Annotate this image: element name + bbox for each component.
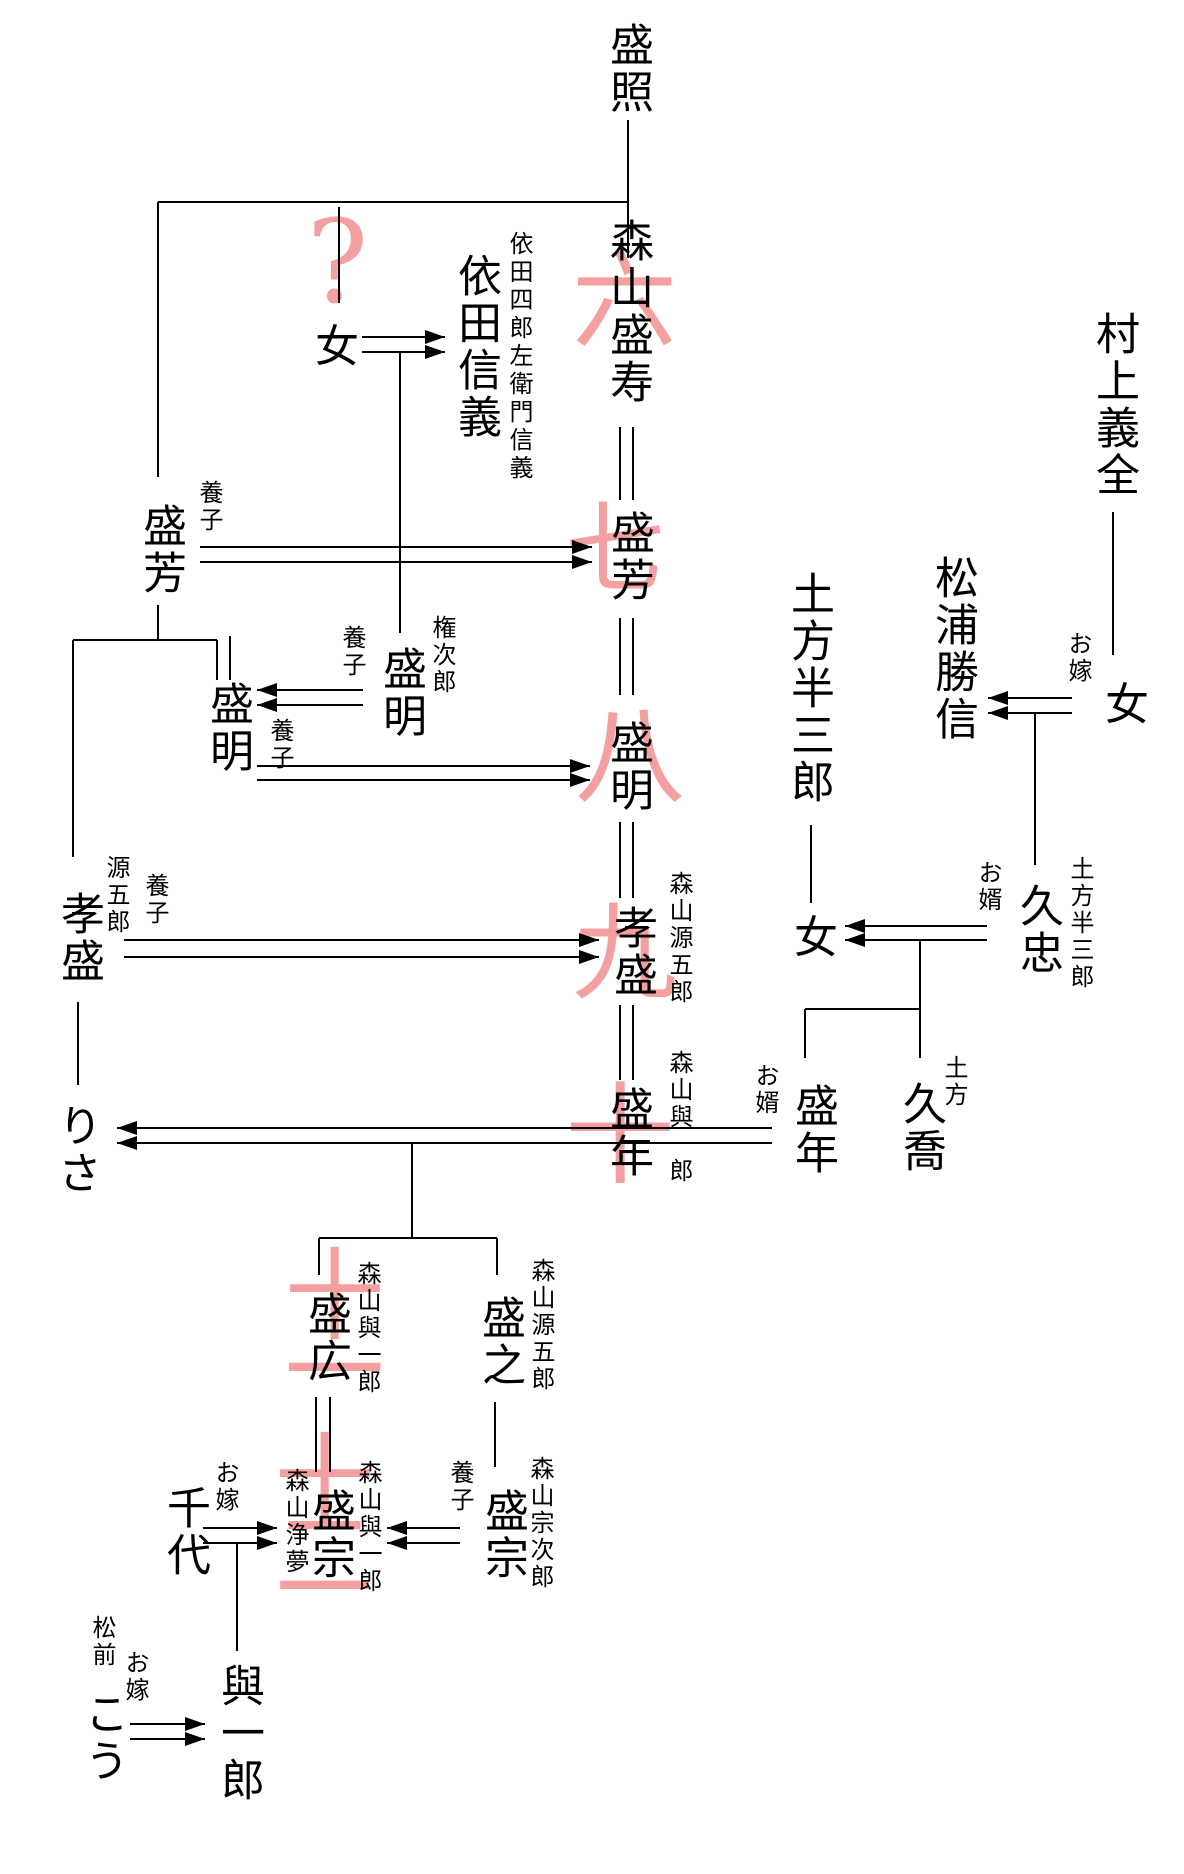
name-hijikata-daughter: 女 [786,914,837,961]
alias-gen9: 森山源五郎 [665,871,693,1006]
alias-hisataka: 土方 [940,1055,968,1109]
name-gen9: 孝盛 [606,905,657,999]
note-adoption-takamori: 養子 [141,873,169,927]
note-adoption-morifusa: 養子 [195,480,223,534]
generation-mark-10: 十 [565,1072,675,1200]
marriage-arrow-matsuura [988,691,1072,720]
name-matsuura: 松浦勝信 [927,555,978,743]
note-adoption-gonjiro: 養子 [338,625,366,679]
name-hisataka: 久喬 [895,1081,946,1175]
name-gen8: 盛明 [602,720,653,814]
name-hijikata: 土方半三郎 [783,571,834,806]
adoption-arrow-moriaki [257,759,590,787]
name-morimune-adopted: 盛宗 [477,1488,528,1582]
name-gen12: 盛宗 [304,1488,355,1582]
name-yoda-daughter: 女 [307,323,358,370]
adoption-arrow-takamori [124,933,599,964]
name-hisatada: 久忠 [1012,883,1063,977]
alias-morimune-adopted: 森山宗次郎 [526,1456,554,1591]
alias-takamori: 源五郎 [102,855,130,936]
relation-arrows [117,330,1072,1746]
alias-gonjiro: 権次郎 [428,615,456,696]
note-bride-murakami: お嫁 [1064,631,1092,685]
unknown-parent-mark: ? [306,196,369,330]
name-takamori-branch: 孝盛 [53,891,104,985]
name-murakami-daughter: 女 [1097,681,1148,728]
adoption-arrow-morimune [387,1521,460,1550]
name-gen7: 盛芳 [603,510,654,604]
alias-gen12-left: 森山浄夢 [281,1468,309,1576]
name-kou: こう [77,1691,128,1785]
marriage-arrow-chiyo [203,1521,277,1550]
name-gen10: 盛年 [602,1086,653,1180]
note-bride-chiyo: お嫁 [211,1460,239,1514]
note-groom-moritoshi: お婿 [751,1063,779,1117]
name-moriaki-branch: 盛明 [202,681,253,775]
succession-double-lines [216,427,634,1472]
note-adoption-morimune: 養子 [446,1460,474,1514]
name-murakami: 村上義全 [1088,311,1139,499]
note-groom-hisatada: お婿 [974,860,1002,914]
adoption-arrow-gonjiro [257,683,363,712]
name-gen11: 盛広 [300,1291,351,1385]
generation-mark-11: 十一 [267,1243,384,1393]
alias-gen11: 森山與一郎 [353,1261,381,1396]
alias-gen12: 森山與一郎 [354,1460,382,1595]
adoption-arrow-morifusa [200,540,592,569]
marriage-arrow-moritoshi [117,1121,772,1150]
marriage-arrow-yoda [362,330,445,359]
marriage-arrow-hisatada [845,919,987,947]
generation-mark-6: 六 [572,241,678,363]
name-moriyuki: 盛之 [474,1295,525,1389]
name-yoda-husband: 依田信義 [450,253,501,441]
generation-mark-8: 八 [575,692,685,820]
alias-hisatada: 土方半三郎 [1066,856,1094,991]
name-gen6: 森山盛寿 [602,218,653,406]
name-gonjiro: 盛明 [375,646,426,740]
marriage-arrow-kou [130,1717,205,1746]
note-adoption-moriaki: 養子 [266,718,294,772]
name-founder: 盛照 [602,22,653,116]
alias-gen10: 森山與一郎 [665,1050,693,1185]
lineage-lines [72,120,1114,1651]
alias-moriyuki: 森山源五郎 [527,1258,555,1393]
name-risa: りさ [50,1103,101,1197]
origin-kou: 松前 [88,1615,116,1669]
name-chiyo: 千代 [159,1485,210,1579]
name-moritoshi-groom: 盛年 [787,1083,838,1177]
name-yoichiro: 與一郎 [213,1663,264,1804]
note-bride-kou: お嫁 [121,1650,149,1704]
alias-yoda-full: 依田四郎左衛門信義 [505,231,533,483]
name-morifusa-branch: 盛芳 [135,503,186,597]
